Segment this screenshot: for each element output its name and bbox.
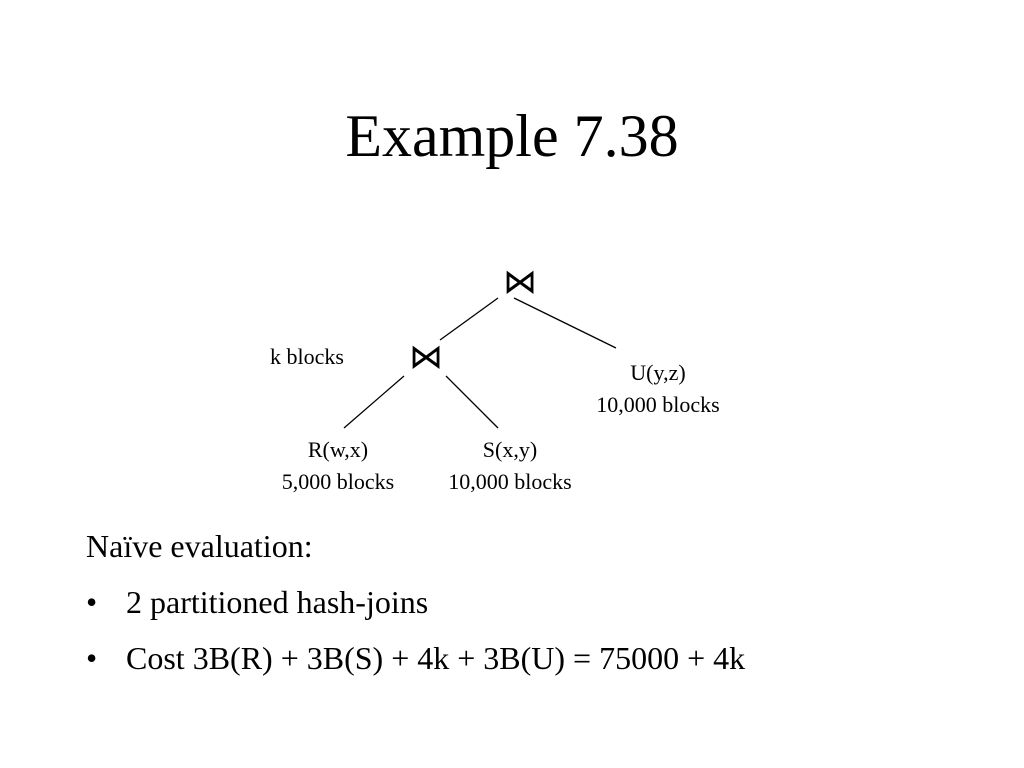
relation-u-name: U(y,z)	[630, 360, 686, 385]
root-join-icon: ⋈	[503, 262, 537, 302]
inner-join-icon: ⋈	[409, 337, 443, 377]
relation-s-name: S(x,y)	[482, 437, 538, 462]
relation-r-name: R(w,x)	[307, 437, 369, 462]
evaluation-heading: Naïve evaluation:	[86, 528, 313, 564]
slide-title: Example 7.38	[345, 103, 679, 169]
evaluation-text: Naïve evaluation: 2 partitioned hash-joi…	[86, 518, 986, 686]
edge-inner-join-to-r	[343, 375, 405, 429]
inner-join-size-label: k blocks	[270, 344, 344, 369]
edge-root-to-inner-join	[439, 297, 499, 341]
relation-s: S(x,y) 10,000 blocks	[420, 434, 600, 498]
relation-s-size: 10,000 blocks	[448, 469, 572, 494]
edge-inner-join-to-s	[445, 375, 499, 429]
relation-r-size: 5,000 blocks	[281, 469, 395, 494]
relation-u: U(y,z) 10,000 blocks	[568, 357, 748, 421]
bullet-item: Cost 3B(R) + 3B(S) + 4k + 3B(U) = 75000 …	[86, 630, 986, 686]
edge-root-to-u	[513, 297, 617, 349]
relation-r: R(w,x) 5,000 blocks	[248, 434, 428, 498]
relation-u-size: 10,000 blocks	[596, 392, 720, 417]
evaluation-bullets: 2 partitioned hash-joins Cost 3B(R) + 3B…	[86, 574, 986, 686]
bullet-item: 2 partitioned hash-joins	[86, 574, 986, 630]
